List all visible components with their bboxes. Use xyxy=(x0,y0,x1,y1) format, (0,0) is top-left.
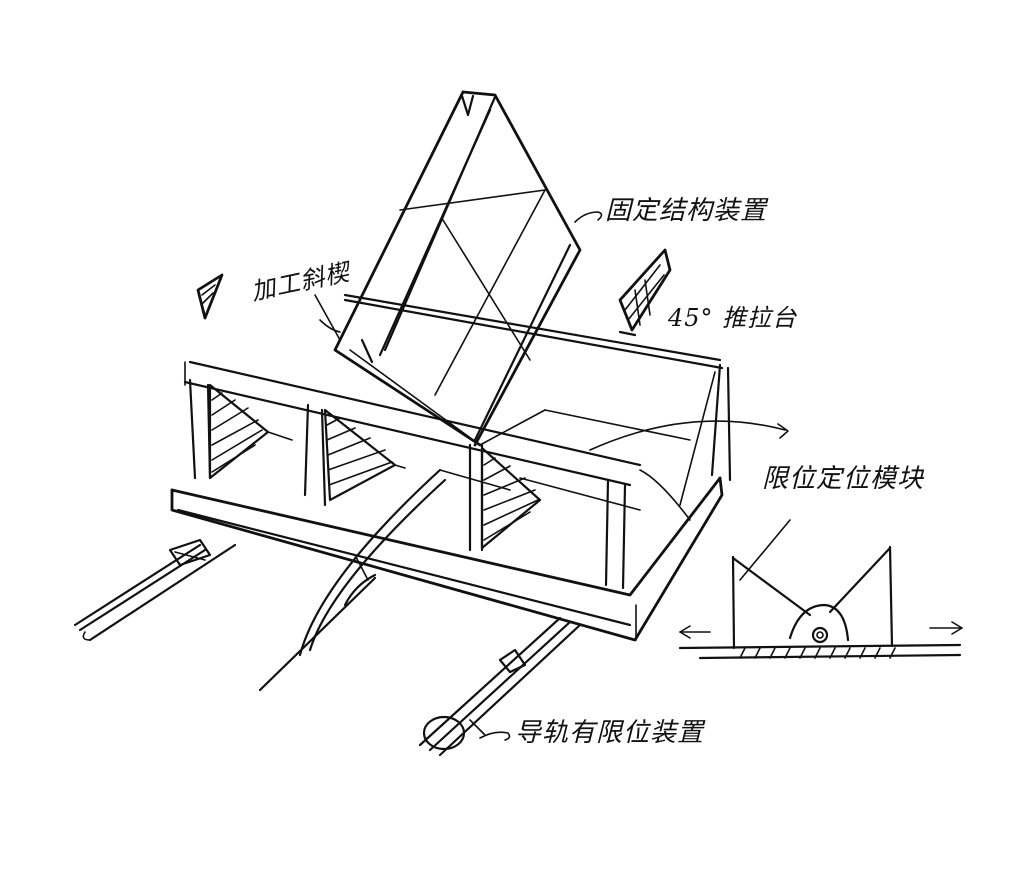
tilted-rectangular-panel xyxy=(333,90,582,447)
label-rail-limit: 导轨有限位装置 xyxy=(515,718,705,748)
curved-arc-guide xyxy=(258,468,447,692)
side-rail-left xyxy=(73,538,237,642)
circle-marker xyxy=(422,715,486,751)
label-fixed-structure: 固定结构装置 xyxy=(605,196,768,226)
triangular-brace-center xyxy=(323,408,406,502)
label-push-pull-table: 45° 推拉台 xyxy=(668,304,798,332)
label-limit-module: 限位定位模块 xyxy=(762,464,925,494)
wedge-block-45deg xyxy=(618,248,672,337)
triangular-brace-right xyxy=(480,446,542,550)
top-beam xyxy=(183,293,724,487)
wedge-block-small-left xyxy=(196,273,224,320)
limit-module-detail xyxy=(678,545,963,660)
frame-cross-lines xyxy=(349,349,789,521)
triangular-brace-left xyxy=(208,383,293,480)
base-platform xyxy=(170,476,724,642)
label-arrows xyxy=(479,211,603,741)
